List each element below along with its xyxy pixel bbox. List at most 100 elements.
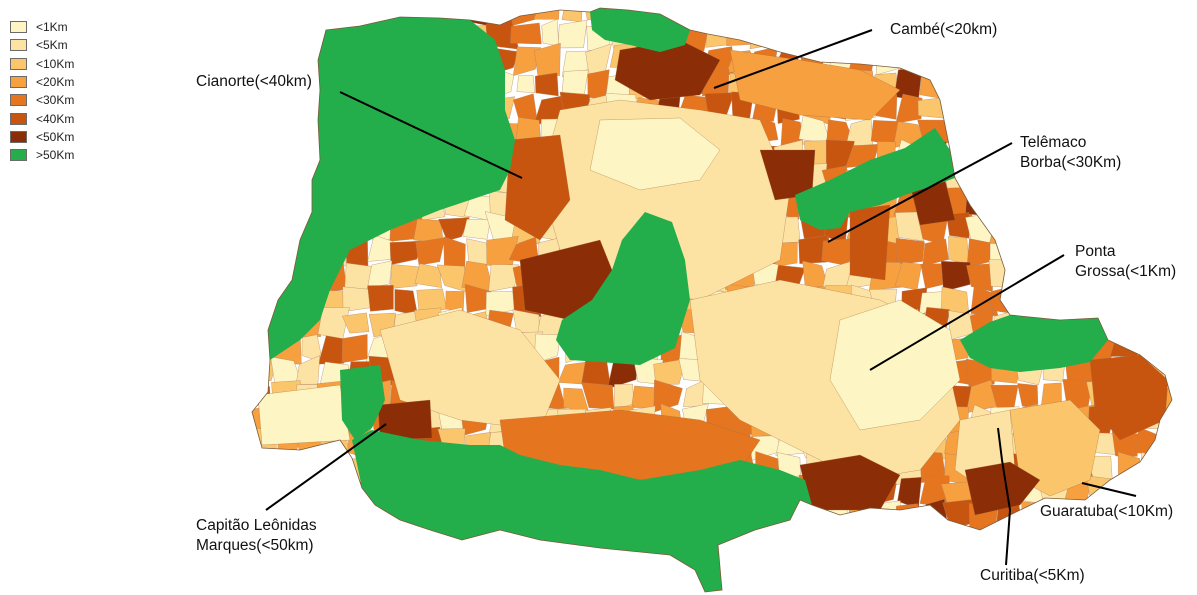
municipality-cell bbox=[609, 571, 638, 592]
municipality-cell bbox=[1161, 115, 1172, 146]
callout-guaratuba-line: Guaratuba(<10Km) bbox=[1040, 503, 1173, 520]
municipality-cell bbox=[1134, 212, 1166, 241]
municipality-cell bbox=[1157, 309, 1172, 341]
municipality-cell bbox=[1013, 22, 1044, 48]
municipality-cell bbox=[1158, 75, 1172, 96]
zone-lt1-pontagrossa bbox=[829, 299, 961, 431]
municipality-cell bbox=[966, 163, 991, 195]
municipality-cell bbox=[875, 525, 903, 554]
municipality-cell bbox=[271, 190, 298, 220]
municipality-cell bbox=[510, 572, 537, 592]
municipality-cell bbox=[342, 548, 368, 573]
municipality-cell bbox=[775, 528, 803, 551]
municipality-cell bbox=[990, 44, 1022, 73]
municipality-cell bbox=[1087, 189, 1120, 221]
municipality-cell bbox=[1015, 282, 1044, 314]
callout-telemaco-line1: Telêmaco bbox=[1020, 134, 1086, 151]
municipality-cell bbox=[1012, 190, 1040, 219]
municipality-cell bbox=[1085, 288, 1117, 313]
municipality-cell bbox=[724, 572, 759, 592]
municipality-cell bbox=[779, 8, 801, 25]
municipality-cell bbox=[847, 507, 871, 533]
municipality-cell bbox=[415, 551, 445, 578]
municipality-cell bbox=[1039, 97, 1070, 120]
municipality-cell bbox=[1037, 285, 1066, 315]
municipality-cell bbox=[274, 164, 295, 198]
legend-item-gt50: >50Km bbox=[10, 146, 74, 164]
legend-label: <30Km bbox=[36, 93, 75, 108]
municipality-cell bbox=[943, 117, 976, 144]
municipality-cell bbox=[252, 577, 270, 592]
municipality-cell bbox=[896, 550, 927, 580]
zone-lt1-west bbox=[257, 384, 351, 446]
leader-capitao bbox=[265, 423, 387, 511]
green-east bbox=[960, 315, 1108, 372]
callout-curitiba: Curitiba(<5Km) bbox=[980, 567, 1085, 584]
municipality-cell bbox=[1037, 22, 1070, 51]
municipality-cell bbox=[729, 8, 760, 28]
municipality-cell bbox=[966, 140, 996, 166]
municipality-cell bbox=[367, 285, 394, 312]
legend-label: >50Km bbox=[36, 148, 75, 163]
legend-item-lt30: <30Km bbox=[10, 91, 74, 109]
municipality-cell bbox=[1159, 214, 1172, 243]
municipality-cell bbox=[1018, 8, 1042, 29]
legend-item-lt40: <40Km bbox=[10, 109, 74, 127]
zone-lt1-north bbox=[589, 117, 721, 191]
municipality-cell bbox=[991, 93, 1022, 121]
municipality-cell bbox=[557, 19, 588, 49]
municipality-cell bbox=[991, 187, 1021, 219]
municipality-cell bbox=[252, 478, 276, 501]
legend-label: <1Km bbox=[36, 20, 68, 35]
municipality-cell bbox=[534, 42, 561, 76]
municipality-cell bbox=[371, 525, 391, 558]
municipality-cell bbox=[1161, 165, 1172, 188]
municipality-cell bbox=[753, 8, 781, 26]
municipality-cell bbox=[1139, 8, 1167, 28]
municipality-cell bbox=[1014, 526, 1044, 557]
municipality-cell bbox=[653, 358, 687, 385]
municipality-cell bbox=[252, 96, 279, 123]
legend-swatch bbox=[10, 130, 27, 143]
municipality-cell bbox=[489, 553, 516, 578]
municipality-cell bbox=[252, 8, 274, 29]
municipality-cell bbox=[798, 235, 828, 264]
municipality-cell bbox=[920, 263, 948, 290]
municipality-cell bbox=[1158, 239, 1172, 266]
municipality-cell bbox=[415, 570, 443, 592]
municipality-cell bbox=[1044, 193, 1069, 217]
green-west bbox=[268, 17, 515, 360]
municipality-cell bbox=[821, 8, 855, 25]
municipality-cell bbox=[872, 551, 899, 577]
municipality-cell bbox=[585, 548, 615, 578]
municipality-cell bbox=[1162, 8, 1172, 23]
municipality-cell bbox=[1012, 235, 1046, 269]
municipality-cell bbox=[510, 22, 542, 45]
municipality-cell bbox=[274, 144, 299, 171]
zone-lt40-telemaco bbox=[849, 204, 891, 281]
municipality-cell bbox=[1086, 22, 1118, 47]
municipality-cell bbox=[317, 335, 349, 365]
municipality-cell bbox=[1085, 578, 1119, 592]
municipality-cell bbox=[964, 67, 1000, 97]
municipality-cell bbox=[1087, 90, 1117, 118]
municipality-cell bbox=[253, 211, 276, 239]
municipality-cell bbox=[534, 72, 559, 97]
municipality-cell bbox=[294, 19, 321, 47]
municipality-cell bbox=[942, 48, 973, 76]
municipality-cell bbox=[894, 523, 927, 557]
green-zones bbox=[268, 8, 1108, 592]
legend-swatch bbox=[10, 21, 27, 34]
municipality-cell bbox=[273, 96, 301, 123]
municipality-cell bbox=[969, 92, 992, 125]
legend-item-lt50: <50Km bbox=[10, 128, 74, 146]
municipality-cell bbox=[1163, 192, 1172, 221]
municipality-cell bbox=[252, 191, 273, 218]
callout-cianorte: Cianorte(<40km) bbox=[196, 73, 312, 90]
municipality-cell bbox=[390, 555, 423, 575]
callout-cambe-line: Cambé(<20km) bbox=[890, 21, 997, 38]
municipality-cell bbox=[777, 19, 807, 50]
municipality-cell bbox=[487, 572, 517, 592]
